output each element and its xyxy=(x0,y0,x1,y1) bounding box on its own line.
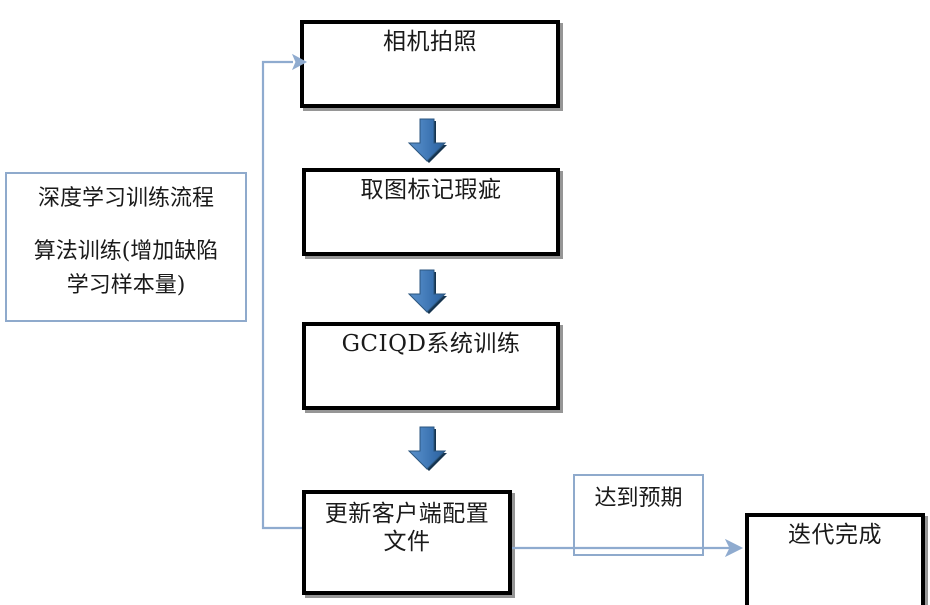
down-arrow-icon-2 xyxy=(404,268,450,314)
process-box-step-mark[interactable] xyxy=(302,168,560,256)
down-arrow-icon-3 xyxy=(404,425,450,471)
training-process-note-box xyxy=(5,172,247,322)
process-label-step-update: 更新客户端配置 文件 xyxy=(324,501,490,556)
process-label-step-train: GCIQD系统训练 xyxy=(341,331,521,357)
process-label-step-camera: 相机拍照 xyxy=(383,29,477,55)
edge-label-expected: 达到预期 xyxy=(594,486,683,511)
edge-label-box-expected xyxy=(573,474,704,556)
training-process-note-line2: 算法训练(增加缺陷 学习样本量) xyxy=(33,239,219,299)
training-process-note-line1: 深度学习训练流程 xyxy=(37,186,214,211)
process-label-step-mark: 取图标记瑕疵 xyxy=(360,177,502,203)
down-arrow-icon-1 xyxy=(404,117,450,163)
process-label-terminal-done: 迭代完成 xyxy=(788,522,882,548)
process-box-step-update[interactable] xyxy=(302,490,512,595)
process-box-step-train[interactable] xyxy=(302,322,560,410)
process-box-terminal-done[interactable] xyxy=(745,513,925,605)
